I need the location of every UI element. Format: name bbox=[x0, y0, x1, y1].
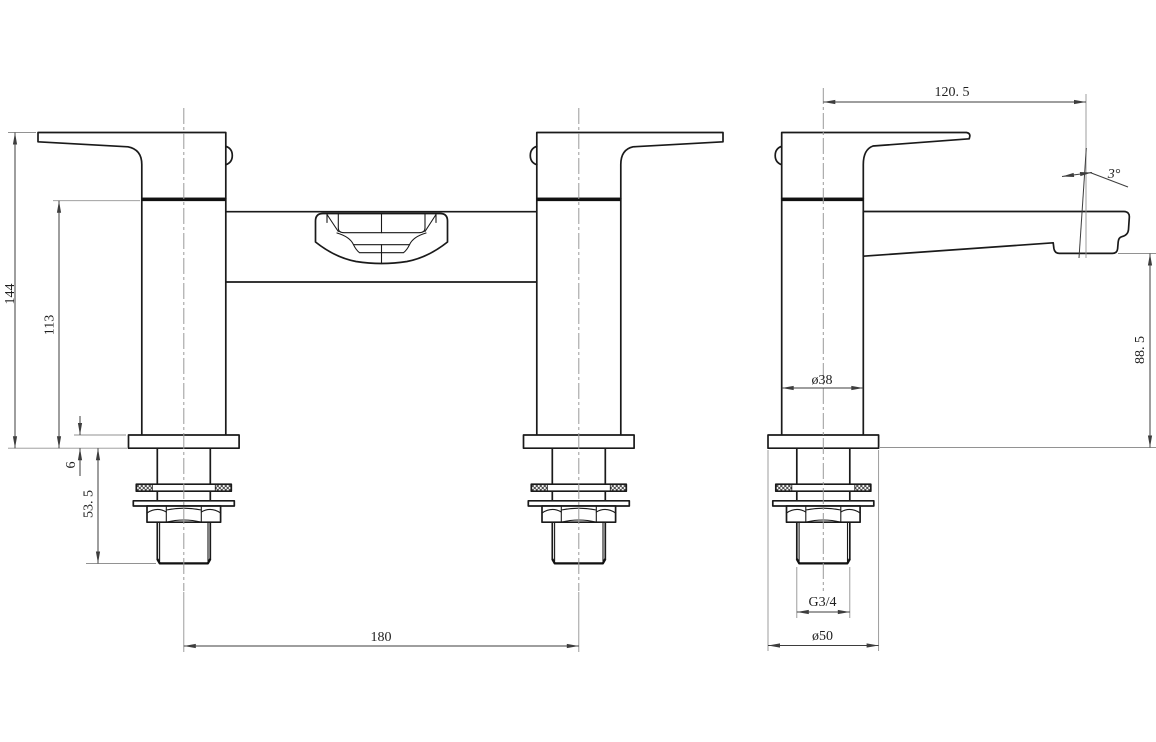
right-indicator-button bbox=[529, 145, 538, 166]
dim-label-53-5: 53. 5 bbox=[82, 490, 97, 518]
bridge bbox=[225, 210, 537, 283]
side-handle bbox=[780, 131, 971, 200]
dim-label-88-5: 88. 5 bbox=[1133, 336, 1148, 364]
dim-body-diameter: ø38 bbox=[781, 373, 864, 391]
side-view bbox=[766, 88, 1131, 591]
dim-label-o38: ø38 bbox=[812, 373, 833, 388]
dim-below-deck: 53. 5 bbox=[82, 448, 156, 564]
dim-label-g34: G3/4 bbox=[809, 595, 837, 610]
dim-base-diameter: ø50 bbox=[767, 450, 880, 651]
dim-outlet-height: 88. 5 bbox=[880, 253, 1156, 448]
dim-label-144: 144 bbox=[3, 284, 18, 305]
left-pillar bbox=[37, 131, 234, 437]
dim-spout-angle: 3° bbox=[1061, 147, 1129, 259]
right-pillar bbox=[529, 131, 724, 437]
dim-body-height: 113 bbox=[43, 200, 140, 449]
dim-base-thickness: 6 bbox=[64, 416, 126, 476]
side-indicator-button bbox=[774, 145, 783, 166]
side-pillar bbox=[774, 131, 971, 437]
dim-label-113: 113 bbox=[43, 315, 58, 335]
dim-label-120-5: 120. 5 bbox=[935, 85, 970, 100]
dim-inlet-thread: G3/4 bbox=[796, 567, 851, 618]
left-indicator-button bbox=[224, 145, 234, 166]
dimensions: 144 113 6 53. 5 180 bbox=[3, 85, 1156, 652]
side-pillar-body bbox=[780, 197, 865, 437]
front-view bbox=[37, 108, 724, 591]
left-handle bbox=[37, 131, 227, 200]
spout-front-face bbox=[314, 212, 449, 265]
side-spout bbox=[862, 210, 1131, 258]
dim-tap-centres: 180 bbox=[183, 592, 580, 652]
dim-label-6: 6 bbox=[64, 462, 79, 469]
dim-label-o50: ø50 bbox=[812, 629, 833, 644]
dim-label-3deg: 3° bbox=[1107, 167, 1121, 182]
dim-overall-height: 144 bbox=[3, 132, 127, 449]
right-handle bbox=[535, 131, 724, 200]
dim-label-180: 180 bbox=[371, 630, 392, 645]
